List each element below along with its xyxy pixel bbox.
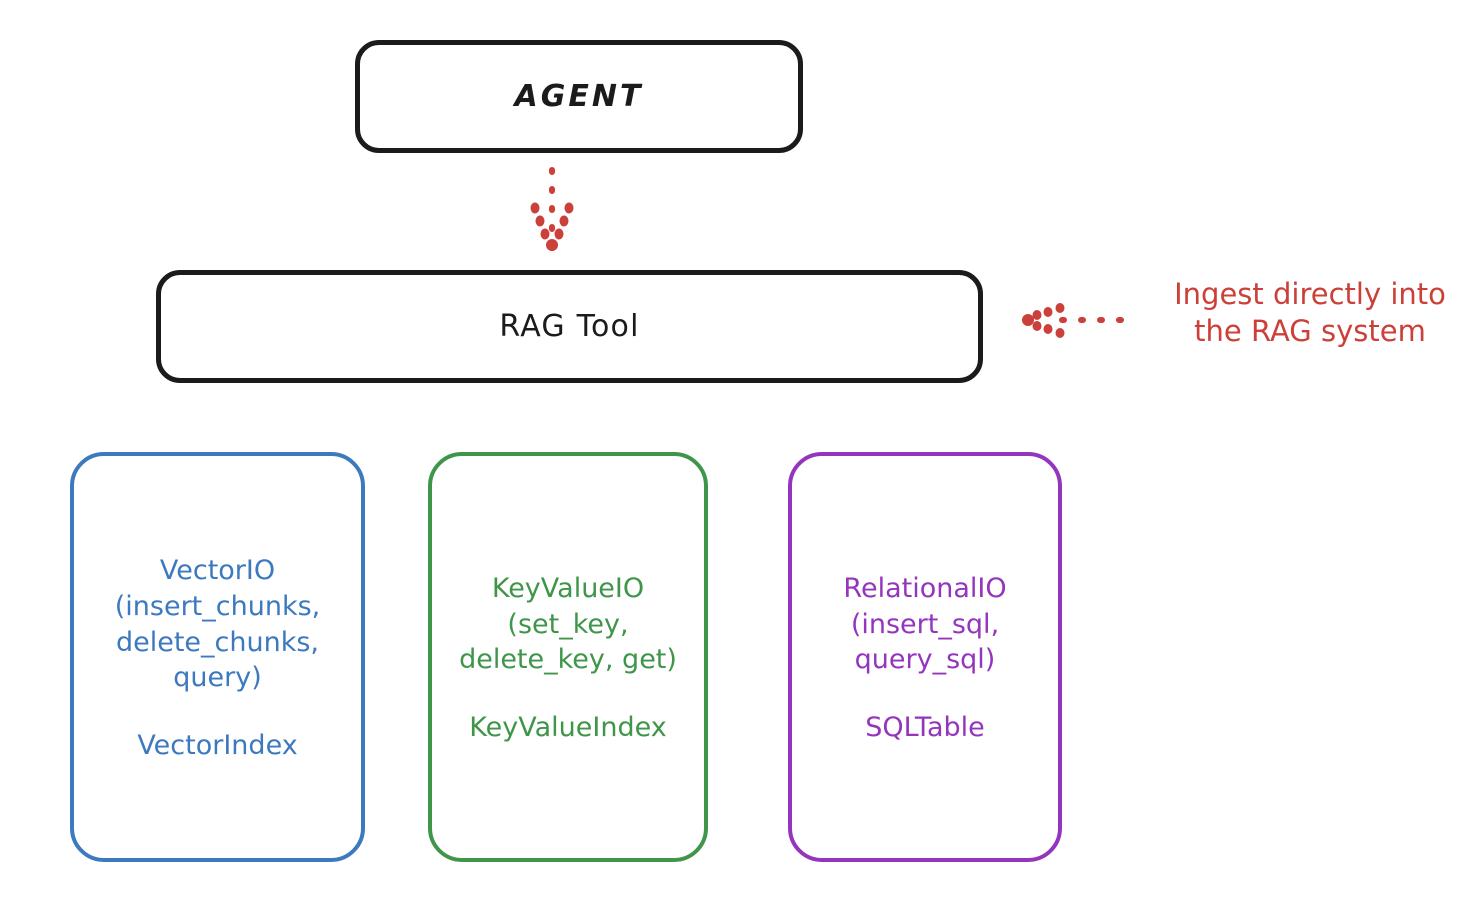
relational-io-index-label: SQLTable xyxy=(865,711,985,743)
agent-node-label: AGENT xyxy=(514,79,644,114)
arrowhead-left-icon xyxy=(1022,303,1065,338)
agent-node[interactable]: AGENT xyxy=(355,40,803,153)
key-value-io-node[interactable]: KeyValueIO (set_key, delete_key, get) Ke… xyxy=(428,452,708,862)
rag-tool-node[interactable]: RAG Tool xyxy=(156,270,983,383)
relational-io-api-label: RelationalIO (insert_sql, query_sql) xyxy=(843,573,1007,676)
rag-tool-node-label: RAG Tool xyxy=(499,309,640,344)
vector-io-api-label: VectorIO (insert_chunks, delete_chunks, … xyxy=(114,555,321,694)
vector-io-node[interactable]: VectorIO (insert_chunks, delete_chunks, … xyxy=(70,452,365,862)
key-value-io-index-label: KeyValueIndex xyxy=(469,711,667,743)
ingest-annotation: Ingest directly into the RAG system xyxy=(1174,277,1446,349)
ingest-note-edge xyxy=(1022,303,1138,338)
agent-to-rag-tool-edge xyxy=(530,167,574,251)
arrowhead-down-icon xyxy=(530,202,574,251)
vector-io-index-label: VectorIndex xyxy=(137,729,298,761)
key-value-io-api-label: KeyValueIO (set_key, delete_key, get) xyxy=(459,573,677,676)
relational-io-node[interactable]: RelationalIO (insert_sql, query_sql) SQL… xyxy=(788,452,1062,862)
